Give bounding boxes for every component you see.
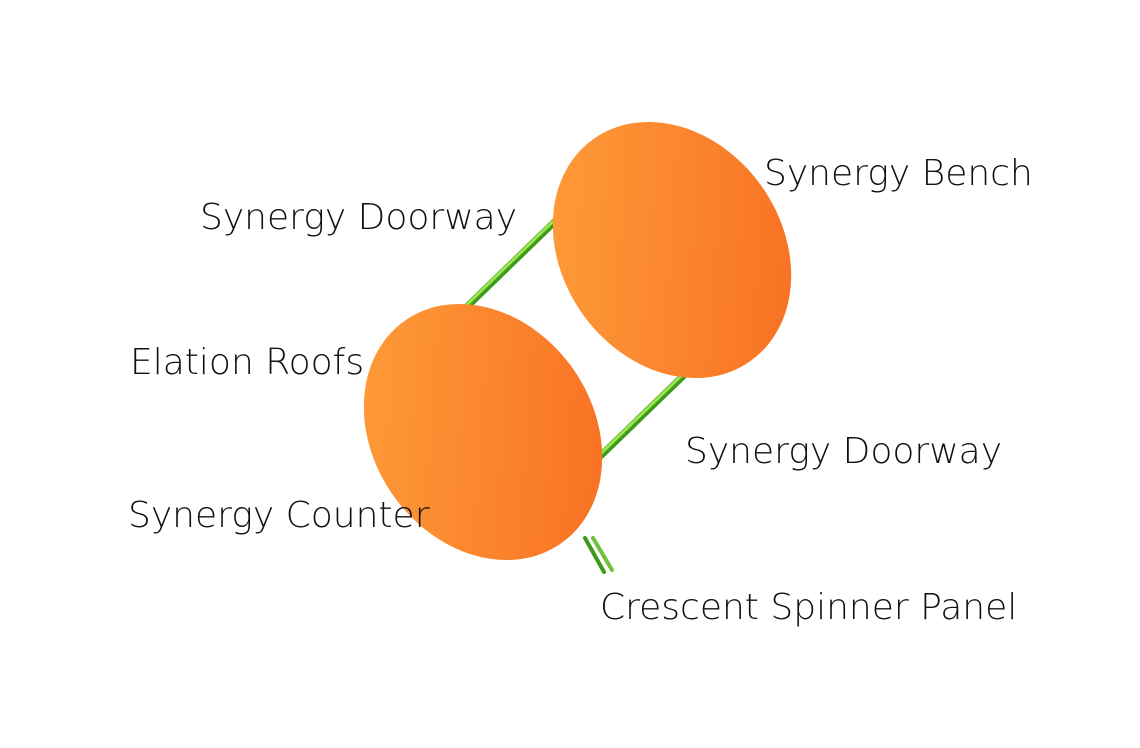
spinner-post-b: [591, 536, 614, 572]
label-synergy-doorway-bottom: Synergy Doorway: [685, 431, 1003, 472]
label-elation-roofs: Elation Roofs: [130, 342, 365, 383]
rod-top-highlight: [446, 201, 574, 325]
label-synergy-bench: Synergy Bench: [764, 153, 1033, 194]
connector-rods: [444, 201, 714, 574]
label-synergy-doorway-top: Synergy Doorway: [200, 197, 518, 238]
elation-roofs-panel: [363, 303, 603, 561]
spinner-post-a: [583, 536, 606, 574]
label-synergy-counter: Synergy Counter: [128, 495, 430, 536]
synergy-bench-panel: [552, 121, 792, 379]
label-crescent-spinner-panel: Crescent Spinner Panel: [600, 587, 1018, 628]
